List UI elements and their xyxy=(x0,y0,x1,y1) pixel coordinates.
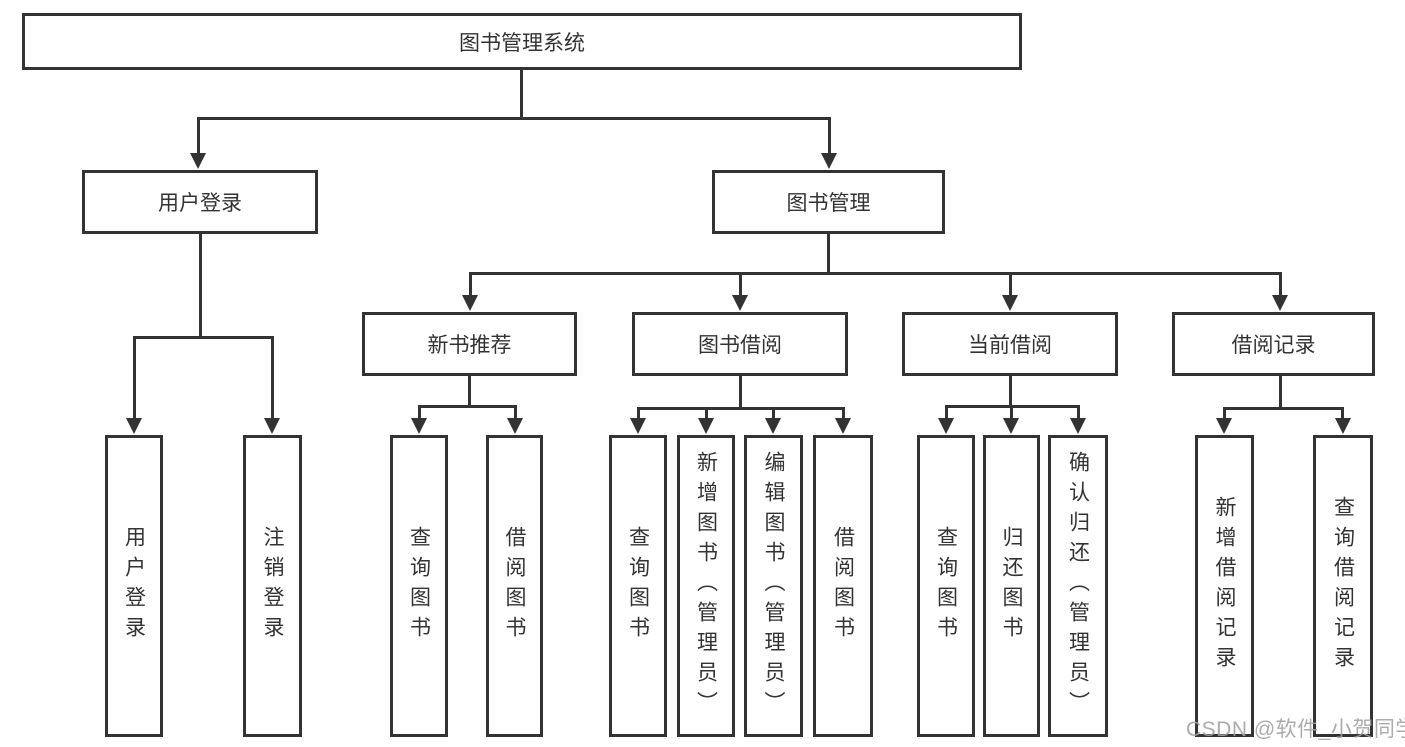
leaf-add-borrow-record: 新增借阅记录 xyxy=(1195,435,1254,737)
leaf-logout: 注销登录 xyxy=(243,435,302,737)
connector-level3-bar xyxy=(469,272,1282,275)
arrowhead-book-borrowing xyxy=(732,295,748,311)
connector-drop-book-borrowing xyxy=(739,272,742,297)
arrowhead-leaf xyxy=(630,418,646,434)
node-root: 图书管理系统 xyxy=(22,13,1022,70)
arrowhead-leaf xyxy=(1216,418,1232,434)
leaf-return-books: 归还图书 xyxy=(983,435,1040,737)
connector-drop-current-borrowing xyxy=(1009,272,1012,297)
connector-new-book-stem xyxy=(468,376,471,408)
connector-drop xyxy=(772,407,775,420)
leaf-query-borrow-record: 查询借阅记录 xyxy=(1313,435,1373,737)
connector-book-borrowing-stem xyxy=(739,376,742,409)
leaf-edit-books-admin: 编辑图书（管理员） xyxy=(744,435,803,737)
arrowhead-leaf-user-login xyxy=(126,418,142,434)
arrowhead-book-management xyxy=(821,153,837,169)
node-user-login: 用户登录 xyxy=(82,170,318,234)
csdn-watermark: CSDN @软件_小贺同学 xyxy=(1186,718,1405,741)
connector-root-bar xyxy=(197,117,831,120)
connector-drop xyxy=(418,405,421,420)
connector-book-management-stem xyxy=(827,233,830,274)
node-book-borrowing: 图书借阅 xyxy=(632,312,848,376)
connector-drop xyxy=(637,407,640,420)
leaf-label: 新增图书（管理员） xyxy=(694,451,718,721)
node-new-book-recommend: 新书推荐 xyxy=(362,312,577,376)
leaf-query-books-current: 查询图书 xyxy=(917,435,975,737)
connector-drop xyxy=(514,405,517,420)
connector-new-book-bar xyxy=(418,405,517,408)
arrowhead-leaf xyxy=(1335,418,1351,434)
connector-book-borrowing-bar xyxy=(637,407,845,410)
leaf-label: 新增借阅记录 xyxy=(1213,496,1237,676)
connector-drop xyxy=(1077,405,1080,420)
arrowhead-leaf-logout xyxy=(264,418,280,434)
connector-drop-new-book-recommend xyxy=(469,272,472,297)
leaf-label: 查询图书 xyxy=(934,526,958,646)
leaf-user-login: 用户登录 xyxy=(105,435,163,737)
leaf-label: 编辑图书（管理员） xyxy=(762,451,786,721)
leaf-label: 归还图书 xyxy=(1000,526,1024,646)
arrowhead-leaf xyxy=(698,418,714,434)
connector-drop xyxy=(1223,407,1226,420)
leaf-label: 查询图书 xyxy=(626,526,650,646)
connector-current-borrowing-stem xyxy=(1009,376,1012,407)
leaf-query-books-recommend: 查询图书 xyxy=(390,435,448,737)
arrowhead-leaf xyxy=(411,418,427,434)
arrowhead-leaf xyxy=(938,418,954,434)
leaf-confirm-return-admin: 确认归还（管理员） xyxy=(1048,435,1108,737)
connector-drop xyxy=(945,405,948,420)
connector-borrowing-records-stem xyxy=(1279,376,1282,409)
connector-user-login-stem xyxy=(199,233,202,338)
arrowhead-leaf xyxy=(1003,418,1019,434)
node-book-management: 图书管理 xyxy=(712,170,945,234)
arrowhead-leaf xyxy=(507,418,523,434)
node-borrowing-records: 借阅记录 xyxy=(1172,312,1375,376)
leaf-label: 借阅图书 xyxy=(503,526,527,646)
leaf-label: 注销登录 xyxy=(261,526,285,646)
arrowhead-new-book-recommend xyxy=(462,295,478,311)
node-current-borrowing: 当前借阅 xyxy=(902,312,1118,376)
connector-drop-borrowing-records xyxy=(1279,272,1282,297)
arrowhead-leaf xyxy=(765,418,781,434)
connector-drop-user-login xyxy=(197,117,200,155)
connector-user-login-bar xyxy=(133,336,274,339)
leaf-label: 借阅图书 xyxy=(831,526,855,646)
arrowhead-borrowing-records xyxy=(1272,295,1288,311)
leaf-label: 确认归还（管理员） xyxy=(1066,451,1090,721)
leaf-add-books-admin: 新增图书（管理员） xyxy=(677,435,735,737)
connector-drop xyxy=(1341,407,1344,420)
leaf-query-books-borrowing: 查询图书 xyxy=(609,435,667,737)
leaf-label: 用户登录 xyxy=(122,526,146,646)
leaf-label: 查询借阅记录 xyxy=(1331,496,1355,676)
connector-drop xyxy=(842,407,845,420)
connector-drop-leaf-user-login xyxy=(133,336,136,420)
arrowhead-leaf xyxy=(1070,418,1086,434)
connector-drop xyxy=(705,407,708,420)
connector-drop-leaf-logout xyxy=(271,336,274,420)
connector-root-stem xyxy=(520,69,523,119)
connector-drop-book-management xyxy=(828,117,831,155)
leaf-borrow-books-recommend: 借阅图书 xyxy=(486,435,543,737)
leaf-borrow-books-borrowing: 借阅图书 xyxy=(813,435,873,737)
arrowhead-current-borrowing xyxy=(1002,295,1018,311)
connector-drop xyxy=(1010,405,1013,420)
arrowhead-user-login xyxy=(190,153,206,169)
leaf-label: 查询图书 xyxy=(407,526,431,646)
arrowhead-leaf xyxy=(835,418,851,434)
connector-borrowing-records-bar xyxy=(1223,407,1344,410)
